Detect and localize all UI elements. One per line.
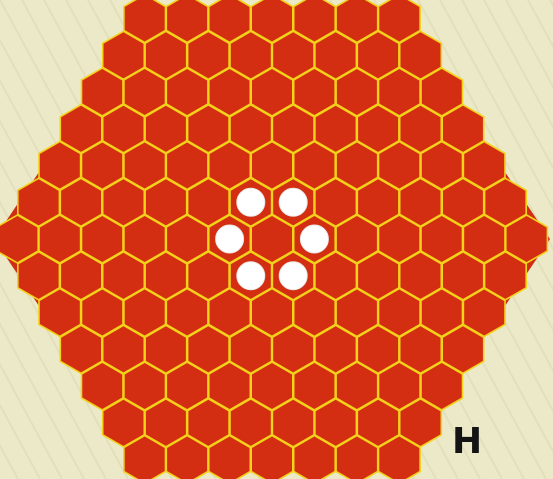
white-piece[interactable] bbox=[237, 188, 265, 216]
white-piece[interactable] bbox=[300, 225, 328, 253]
white-piece[interactable] bbox=[279, 262, 307, 290]
white-piece[interactable] bbox=[279, 188, 307, 216]
white-piece[interactable] bbox=[216, 225, 244, 253]
white-piece[interactable] bbox=[237, 262, 265, 290]
corner-letter-label: H bbox=[452, 424, 482, 460]
